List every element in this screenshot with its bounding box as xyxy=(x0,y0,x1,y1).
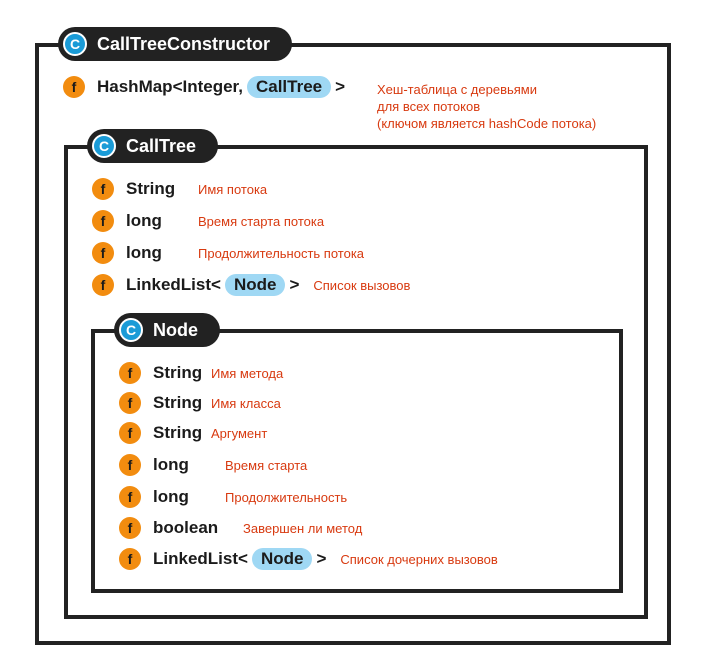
field-linkedlist: f LinkedList< Node > Список дочерних выз… xyxy=(119,548,498,570)
field-description: Продолжительность xyxy=(225,489,348,505)
field-description: Аргумент xyxy=(211,425,268,441)
calltreeconstructor-header: C CallTreeConstructor xyxy=(58,27,293,61)
field-type: LinkedList< xyxy=(126,275,221,294)
calltreeconstructor-box xyxy=(35,43,671,645)
class-icon: C xyxy=(92,134,116,158)
description-line: Хеш-таблица с деревьями xyxy=(377,82,537,97)
field-linkedlist: f LinkedList< Node > Список вызовов xyxy=(92,274,410,296)
field-description: Имя класса xyxy=(211,395,281,411)
field-type-suffix: > xyxy=(335,77,346,96)
generic-pill: Node xyxy=(224,274,286,296)
field-icon: f xyxy=(92,210,114,232)
field-type: String xyxy=(153,393,203,412)
field-type-suffix: > xyxy=(289,275,300,294)
field-row: f String Имя потока xyxy=(92,178,267,200)
field-icon: f xyxy=(119,362,141,384)
field-type: long xyxy=(126,243,162,262)
field-icon: f xyxy=(92,178,114,200)
field-description: Список вызовов xyxy=(313,277,411,293)
field-type: String xyxy=(153,423,203,442)
class-icon: C xyxy=(63,32,87,56)
field-icon: f xyxy=(92,274,114,296)
field-icon: f xyxy=(119,517,141,539)
node-box xyxy=(91,329,623,593)
field-row: f boolean Завершен ли метод xyxy=(119,517,362,539)
class-icon: C xyxy=(119,318,143,342)
field-icon: f xyxy=(119,548,141,570)
field-type: long xyxy=(153,455,189,474)
calltree-header: C CallTree xyxy=(87,129,219,163)
field-row: f long Время старта потока xyxy=(92,210,324,232)
field-icon: f xyxy=(63,76,85,98)
field-description: Хеш-таблица с деревьями для всех потоков… xyxy=(377,81,596,132)
calltree-box xyxy=(64,145,648,619)
field-row: f long Продолжительность xyxy=(119,486,347,508)
generic-pill: Node xyxy=(251,548,313,570)
field-description: Время старта xyxy=(225,457,308,473)
field-description: Список дочерних вызовов xyxy=(340,551,498,567)
field-type: HashMap<Integer, xyxy=(97,77,243,96)
description-line: (ключом является hashCode потока) xyxy=(377,116,597,131)
field-type: LinkedList< xyxy=(153,549,248,568)
field-row: f long Продолжительность потока xyxy=(92,242,364,264)
field-row: f long Время старта xyxy=(119,454,307,476)
field-icon: f xyxy=(119,486,141,508)
field-type: String xyxy=(126,179,176,198)
node-header: C Node xyxy=(114,313,220,347)
field-hashmap: f HashMap<Integer, CallTree > xyxy=(63,76,345,98)
field-icon: f xyxy=(92,242,114,264)
field-row: f String Имя класса xyxy=(119,392,281,414)
field-description: Время старта потока xyxy=(198,213,325,229)
field-type: String xyxy=(153,363,203,382)
class-title: CallTreeConstructor xyxy=(97,33,271,54)
field-description: Имя метода xyxy=(211,365,284,381)
field-type: long xyxy=(153,487,189,506)
field-type-suffix: > xyxy=(316,549,327,568)
field-icon: f xyxy=(119,454,141,476)
field-description: Продолжительность потока xyxy=(198,245,365,261)
field-type: long xyxy=(126,211,162,230)
class-title: CallTree xyxy=(126,135,197,156)
field-icon: f xyxy=(119,392,141,414)
field-row: f String Имя метода xyxy=(119,362,283,384)
field-description: Имя потока xyxy=(198,181,268,197)
field-icon: f xyxy=(119,422,141,444)
generic-pill: CallTree xyxy=(246,76,332,98)
field-description: Завершен ли метод xyxy=(243,520,363,536)
description-line: для всех потоков xyxy=(377,99,481,114)
field-type: boolean xyxy=(153,518,219,537)
class-title: Node xyxy=(153,319,198,340)
field-row: f String Аргумент xyxy=(119,422,267,444)
